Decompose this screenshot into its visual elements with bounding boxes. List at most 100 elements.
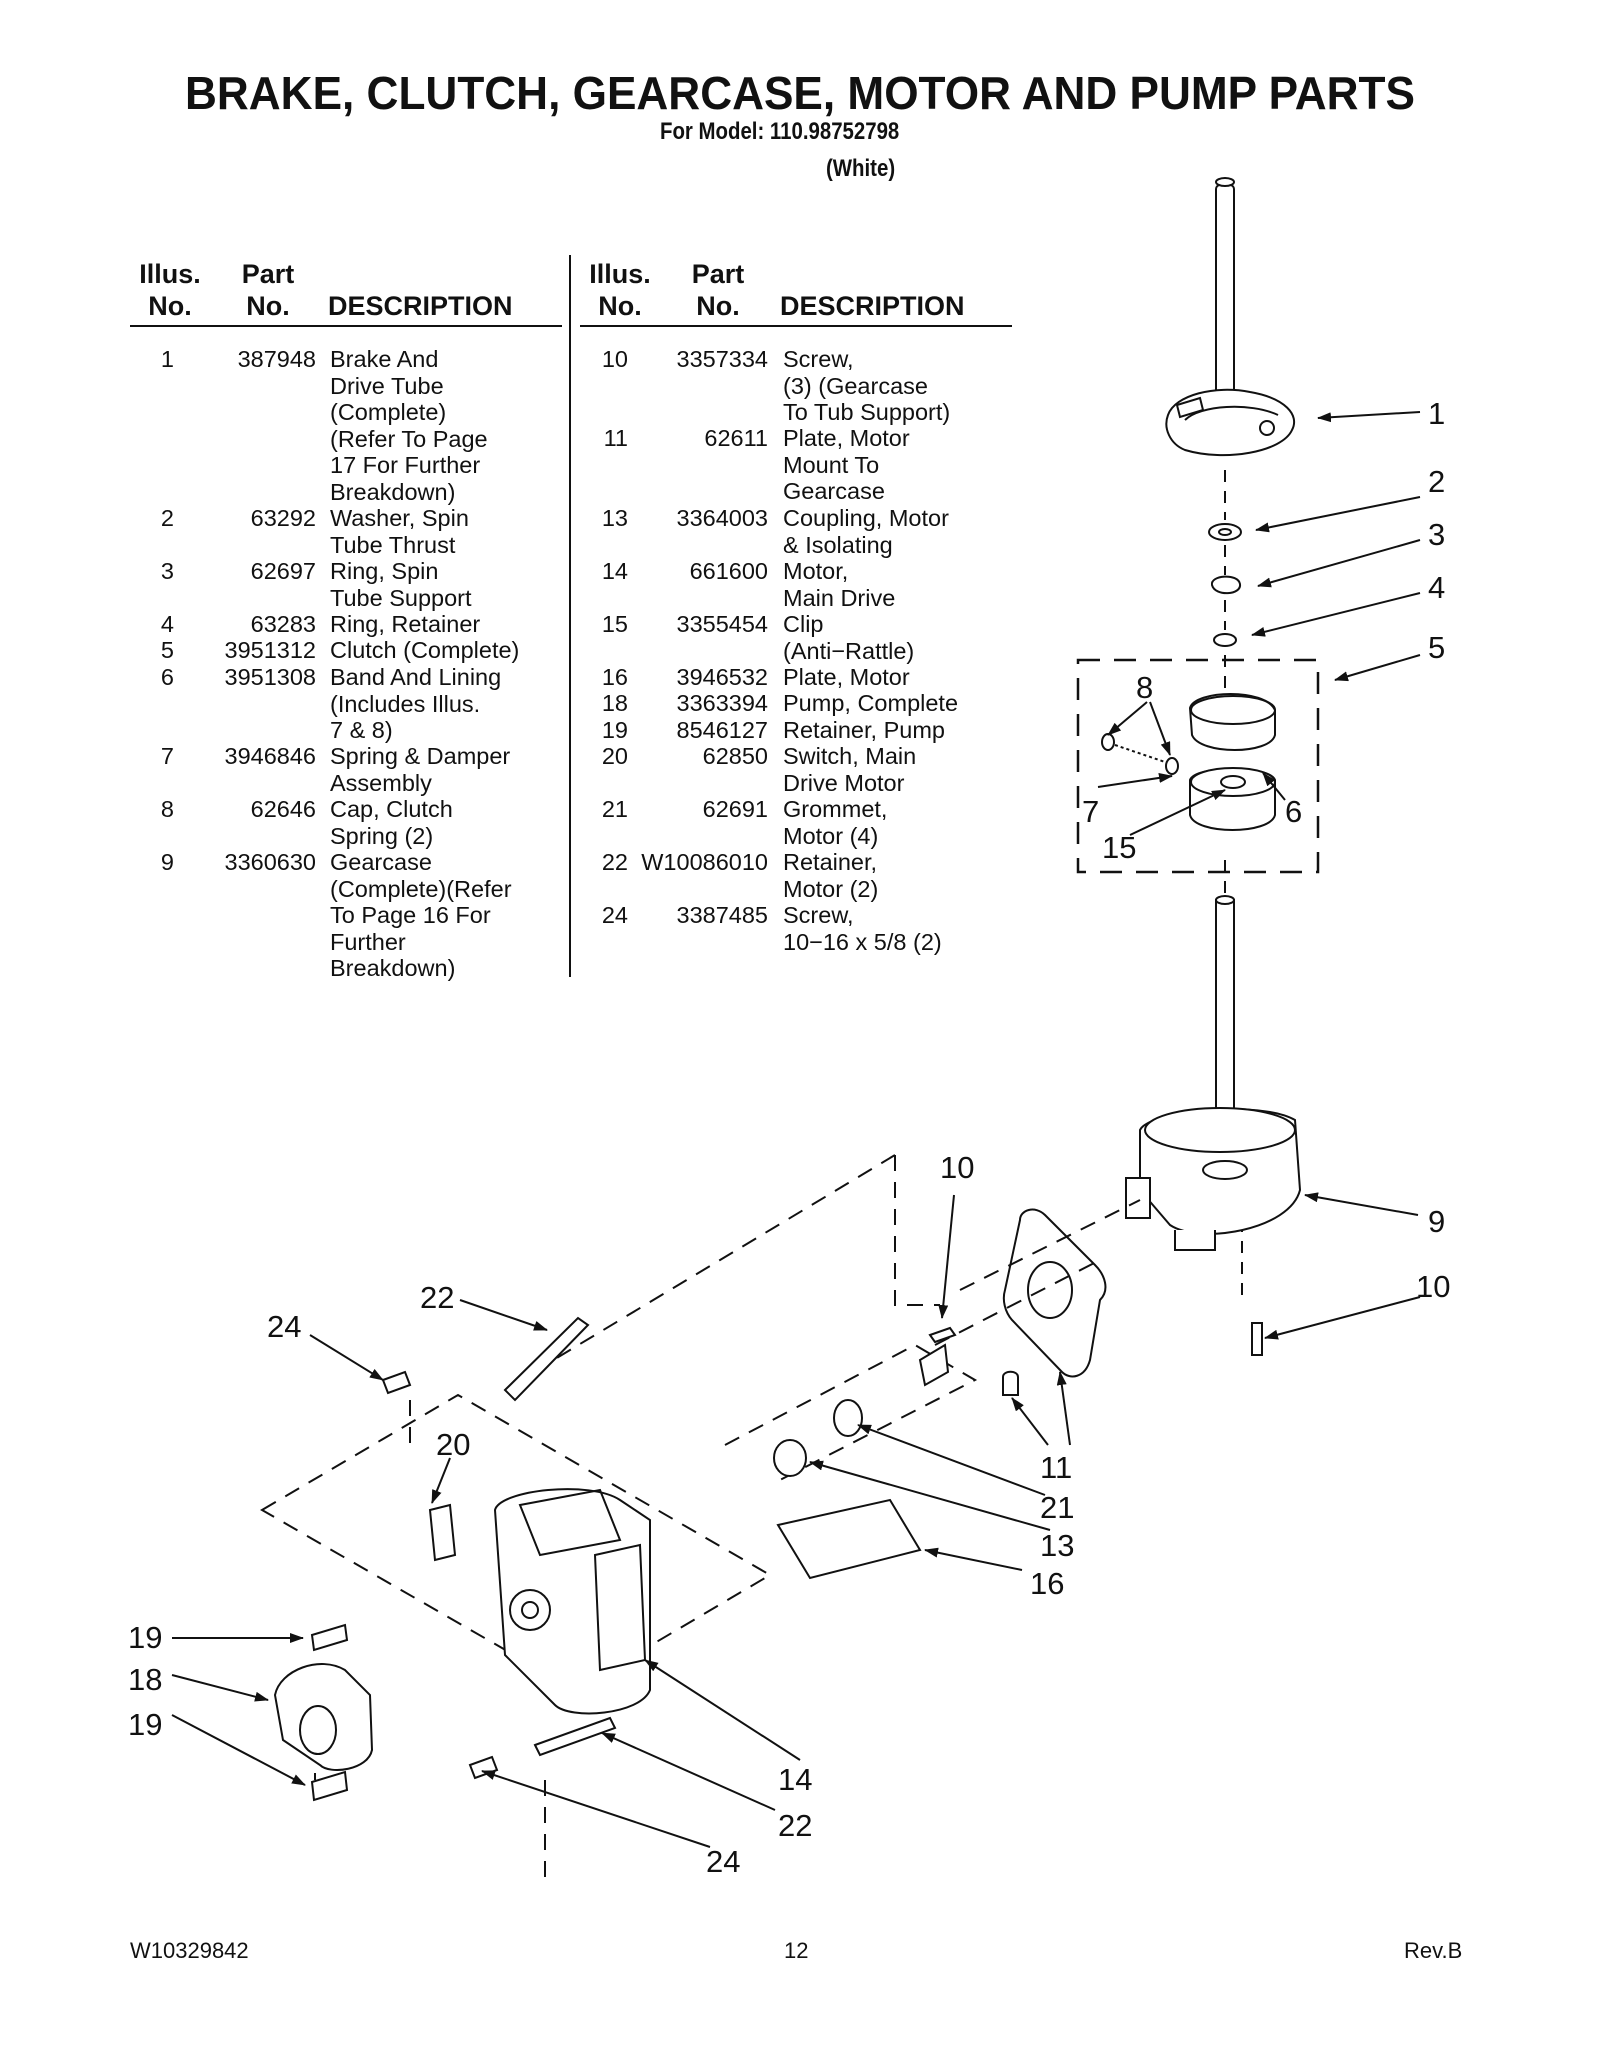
part-no: 62611 bbox=[704, 425, 768, 451]
illus-no: 14 bbox=[601, 558, 628, 584]
part-description: Screw, 10−16 x 5/8 (2) bbox=[783, 902, 942, 955]
clutch-assembly bbox=[1101, 693, 1276, 831]
arrow-11b bbox=[1011, 1397, 1049, 1446]
arrow-3 bbox=[1257, 539, 1421, 588]
arrow-14 bbox=[644, 1659, 801, 1761]
gearcase-mount-tab bbox=[1125, 1177, 1151, 1219]
illus-no: 3 bbox=[160, 558, 174, 584]
coupling-isolator bbox=[918, 1343, 950, 1387]
part-no: 3946846 bbox=[224, 743, 317, 769]
part-description: Brake And Drive Tube (Complete) (Refer T… bbox=[330, 346, 488, 505]
arrow-16 bbox=[924, 1547, 1023, 1571]
illus-no: 6 bbox=[160, 664, 174, 690]
callout-24-lower: 24 bbox=[706, 1844, 740, 1879]
spin-tube-ring bbox=[1211, 575, 1241, 595]
illus-no: 19 bbox=[601, 717, 628, 743]
part-no: 3360630 bbox=[224, 849, 317, 875]
part-no: 3363394 bbox=[676, 690, 769, 716]
callout-19-lower: 19 bbox=[128, 1707, 162, 1742]
part-no: 3355454 bbox=[676, 611, 769, 637]
left-illus-header: Illus. No. bbox=[130, 258, 210, 322]
coupling-disk bbox=[833, 1399, 863, 1437]
motor-plate bbox=[776, 1498, 922, 1580]
callout-13: 13 bbox=[1040, 1528, 1074, 1563]
arrow-1 bbox=[1317, 411, 1421, 423]
part-no: 62646 bbox=[250, 796, 316, 822]
brake-band-curve bbox=[1184, 405, 1279, 421]
callout-11: 11 bbox=[1040, 1450, 1072, 1485]
drive-tube bbox=[1215, 184, 1235, 406]
arrow-19-lower bbox=[171, 1714, 306, 1786]
illus-no: 10 bbox=[601, 346, 628, 372]
clutch-spring bbox=[1114, 744, 1166, 763]
illus-no: 20 bbox=[601, 743, 628, 769]
part-description: Ring, Retainer bbox=[330, 611, 481, 637]
callout-22-lower: 22 bbox=[778, 1808, 812, 1843]
part-description: Pump, Complete bbox=[783, 690, 959, 716]
part-no: 62691 bbox=[702, 796, 768, 822]
model-number: For Model: 110.98752798 bbox=[660, 118, 900, 145]
arrow-7 bbox=[1097, 772, 1173, 788]
motor-housing bbox=[493, 1488, 651, 1715]
callout-7: 7 bbox=[1082, 794, 1099, 829]
pump-retainer-upper bbox=[310, 1623, 349, 1652]
callout-3: 3 bbox=[1428, 517, 1445, 552]
right-part-header: Part No. bbox=[683, 258, 753, 322]
motor-mount-plate bbox=[1002, 1208, 1107, 1378]
arrow-8a bbox=[1107, 701, 1148, 736]
pump-inlet bbox=[299, 1705, 337, 1755]
drive-tube-top bbox=[1215, 177, 1235, 187]
page-title: BRAKE, CLUTCH, GEARCASE, MOTOR AND PUMP … bbox=[185, 67, 1415, 119]
clutch-cap-right bbox=[1165, 757, 1179, 775]
callout-labels: 1 2 3 4 5 6 7 8 15 9 10 10 11 21 13 16 1… bbox=[128, 396, 1450, 1879]
illus-no: 1 bbox=[160, 346, 174, 372]
part-no: 661600 bbox=[689, 558, 768, 584]
part-description: Band And Lining (Includes Illus. 7 & 8) bbox=[330, 664, 502, 743]
header-illus-line1: Illus. bbox=[139, 259, 201, 289]
document-number: W10329842 bbox=[130, 1938, 249, 1963]
header-part-line1: Part bbox=[241, 259, 295, 289]
motor-switch bbox=[428, 1503, 457, 1562]
part-description: Retainer, Pump bbox=[783, 717, 945, 743]
arrow-22-upper bbox=[459, 1299, 548, 1331]
header-part-line1: Part bbox=[691, 259, 745, 289]
callout-10-right: 10 bbox=[1416, 1269, 1450, 1304]
callout-1: 1 bbox=[1428, 396, 1445, 431]
motor-coupling bbox=[773, 1439, 807, 1477]
motor-retainer-lower bbox=[533, 1716, 617, 1757]
callout-24-upper: 24 bbox=[267, 1309, 301, 1344]
motor-screw-lower bbox=[468, 1755, 499, 1780]
callout-20: 20 bbox=[436, 1427, 470, 1462]
illus-no: 22 bbox=[601, 849, 628, 875]
callout-22-upper: 22 bbox=[420, 1280, 454, 1315]
callout-21: 21 bbox=[1040, 1490, 1074, 1525]
arrow-22-lower bbox=[601, 1732, 776, 1811]
arrow-6 bbox=[1262, 772, 1286, 801]
part-description: Clip (Anti−Rattle) bbox=[783, 611, 915, 664]
header-illus-line2: No. bbox=[148, 291, 192, 321]
arrow-8b bbox=[1149, 701, 1171, 756]
pump-retainer-lower bbox=[310, 1770, 349, 1802]
callout-10-left: 10 bbox=[940, 1150, 974, 1185]
part-no: 3357334 bbox=[676, 346, 769, 372]
motor-retainers-and-screws bbox=[381, 1316, 617, 1780]
part-description: Screw, (3) (Gearcase To Tub Support) bbox=[783, 346, 951, 425]
part-description: Plate, Motor Mount To Gearcase bbox=[783, 425, 910, 504]
drive-tube-assembly bbox=[1165, 177, 1295, 457]
illus-no: 18 bbox=[601, 690, 628, 716]
part-description: Grommet, Motor (4) bbox=[783, 796, 888, 849]
pump-assembly bbox=[273, 1623, 374, 1802]
arrow-10-left bbox=[938, 1194, 955, 1319]
gearcase-top bbox=[1144, 1107, 1296, 1153]
clutch-hub-center bbox=[1220, 775, 1246, 789]
gearcase-screw-upper bbox=[928, 1326, 957, 1344]
spin-tube-washer-hole bbox=[1218, 528, 1232, 536]
illus-no: 9 bbox=[160, 849, 174, 875]
arrow-9 bbox=[1304, 1192, 1419, 1216]
illus-no: 13 bbox=[601, 505, 628, 531]
part-description: Retainer, Motor (2) bbox=[783, 849, 879, 902]
clutch-band-rim bbox=[1190, 695, 1276, 725]
callout-arrows bbox=[171, 411, 1421, 1848]
illus-no: 4 bbox=[160, 611, 174, 637]
